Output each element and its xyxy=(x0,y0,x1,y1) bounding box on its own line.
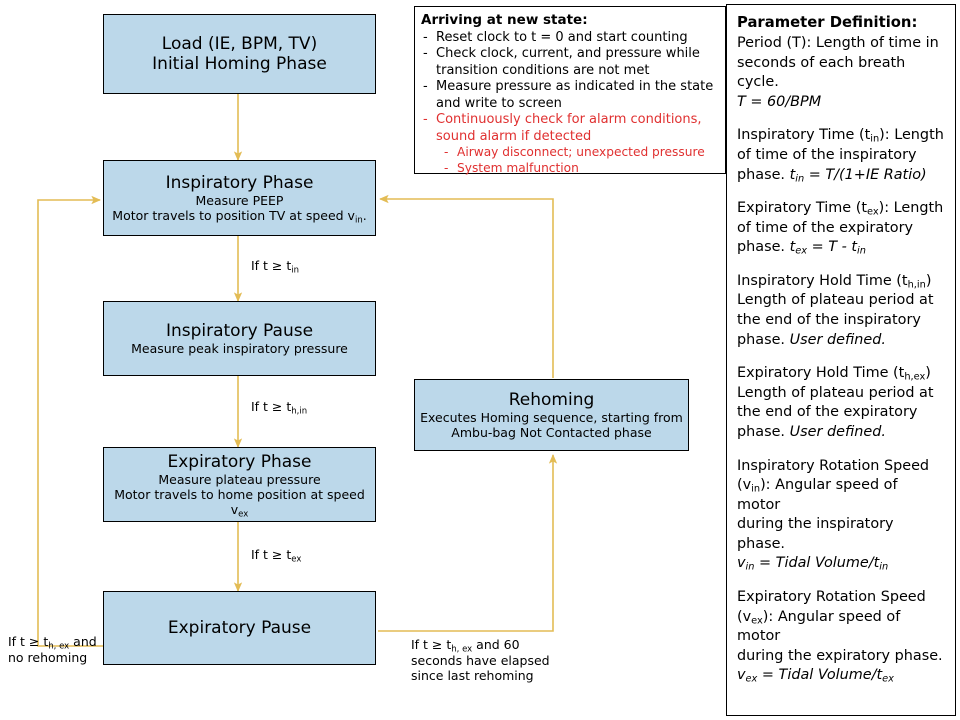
arriving-note-heading: Arriving at new state: xyxy=(421,12,588,28)
edge-label-t-h-in: If t ≥ th,in xyxy=(251,399,308,417)
param-thex-line4: phase. User defined. xyxy=(737,423,886,440)
node-rehoming[interactable]: Rehoming Executes Homing sequence, start… xyxy=(414,379,689,451)
param-tex-line1: Expiratory Time (tex): Length xyxy=(737,200,944,218)
param-thin-line1: Inspiratory Hold Time (th,in) xyxy=(737,272,932,291)
param-tin-line1: Inspiratory Time (tin): Length xyxy=(737,127,944,146)
node-rehoming-line3: Ambu-bag Not Contacted phase xyxy=(451,425,652,441)
param-thex-line3: the end of the expiratory xyxy=(737,404,918,421)
param-vex-line3: during the expiratory phase. xyxy=(737,647,943,664)
param-period-line1: Period (T): Length of time in xyxy=(737,35,939,52)
node-expiratory-pause-title: Expiratory Pause xyxy=(167,617,312,638)
node-inspiratory-phase[interactable]: Inspiratory Phase Measure PEEP Motor tra… xyxy=(103,160,376,236)
node-inspiratory-pause-line2: Measure peak inspiratory pressure xyxy=(131,340,348,356)
node-inspiratory-phase-line2: Measure PEEP xyxy=(195,192,284,208)
arriving-note-item-3: Measure pressure as indicated in the sta… xyxy=(421,79,719,112)
node-load[interactable]: Load (IE, BPM, TV) Initial Homing Phase xyxy=(103,14,376,94)
param-tex-line3: phase. tex = T - tin xyxy=(737,239,866,258)
arriving-at-new-state-panel: Arriving at new state: Reset clock to t … xyxy=(414,6,726,177)
arriving-note-item-5: Airway disconnect; unexpected pressure xyxy=(421,145,719,161)
node-inspiratory-pause[interactable]: Inspiratory Pause Measure peak inspirato… xyxy=(103,301,376,376)
node-rehoming-line2: Executes Homing sequence, starting from xyxy=(420,409,683,425)
param-def-expiratory-time: Expiratory Time (tex): Length of time of… xyxy=(737,199,945,258)
node-expiratory-phase[interactable]: Expiratory Phase Measure plateau pressur… xyxy=(103,447,376,522)
param-thex-line2: Length of plateau period at xyxy=(737,384,934,401)
param-tin-line2: of time of the inspiratory xyxy=(737,147,917,163)
parameter-panel-title: Parameter Definition: xyxy=(737,14,918,31)
arriving-note-item-1: Reset clock to t = 0 and start counting xyxy=(421,30,719,47)
node-inspiratory-phase-title: Inspiratory Phase xyxy=(165,172,314,193)
arrow-expiratory-pause-to-inspiratory-phase-loop xyxy=(37,195,103,647)
param-def-expiratory-hold-time: Expiratory Hold Time (th,ex) Length of p… xyxy=(737,364,945,442)
param-thin-line4: phase. User defined. xyxy=(737,331,886,348)
node-expiratory-phase-line3: Motor travels to home position at speed … xyxy=(114,486,365,520)
param-vex-formula: vex = Tidal Volume/tex xyxy=(737,667,894,686)
param-thin-line2: Length of plateau period at xyxy=(737,292,934,309)
param-thin-line3: the end of the inspiratory xyxy=(737,312,921,329)
arriving-note-item-2: Check clock, current, and pressure while… xyxy=(421,46,719,79)
param-tin-line3: phase. tin = T/(1+IE Ratio) xyxy=(737,166,927,185)
node-expiratory-phase-line2: Measure plateau pressure xyxy=(158,471,321,487)
node-expiratory-pause[interactable]: Expiratory Pause xyxy=(103,591,376,665)
param-period-formula: T = 60/BPM xyxy=(737,93,822,110)
arrow-rehoming-to-inspiratory-phase xyxy=(379,194,554,378)
param-period-line2: seconds of each breath cycle. xyxy=(737,54,906,91)
param-vin-line1: Inspiratory Rotation Speed xyxy=(737,457,930,474)
param-vin-line3: during the inspiratory phase. xyxy=(737,516,894,552)
arrow-expiratory-pause-to-rehoming xyxy=(378,454,558,632)
param-vin-line2: (vin): Angular speed of motor xyxy=(737,477,898,513)
node-rehoming-title: Rehoming xyxy=(508,389,595,410)
parameter-definition-panel: Parameter Definition: Period (T): Length… xyxy=(726,4,956,716)
param-vin-formula: vin = Tidal Volume/tin xyxy=(737,555,889,574)
arriving-note-item-4: Continuously check for alarm conditions,… xyxy=(421,112,719,145)
param-thex-line1: Expiratory Hold Time (th,ex) xyxy=(737,365,931,383)
node-expiratory-phase-title: Expiratory Phase xyxy=(167,451,312,472)
param-def-period: Period (T): Length of time in seconds of… xyxy=(737,34,945,112)
node-load-title-line1: Load (IE, BPM, TV) xyxy=(161,33,318,54)
param-tex-line2: of time of the expiratory xyxy=(737,219,914,236)
param-def-inspiratory-hold-time: Inspiratory Hold Time (th,in) Length of … xyxy=(737,272,945,350)
param-def-inspiratory-rotation-speed: Inspiratory Rotation Speed (vin): Angula… xyxy=(737,457,945,574)
edge-label-t-ex: If t ≥ tex xyxy=(251,547,302,565)
param-def-expiratory-rotation-speed: Expiratory Rotation Speed (vex): Angular… xyxy=(737,588,945,686)
arriving-note-list: Reset clock to t = 0 and start counting … xyxy=(421,30,719,177)
param-vex-line2: (vex): Angular speed of motor xyxy=(737,608,901,645)
param-vex-line1: Expiratory Rotation Speed xyxy=(737,588,926,605)
param-def-inspiratory-time: Inspiratory Time (tin): Length of time o… xyxy=(737,126,945,185)
node-inspiratory-pause-title: Inspiratory Pause xyxy=(165,320,314,341)
edge-label-t-in: If t ≥ tin xyxy=(251,258,300,276)
node-inspiratory-phase-line3: Motor travels to position TV at speed vi… xyxy=(112,208,367,226)
arriving-note-item-6: System malfunction xyxy=(421,161,719,177)
node-load-title-line2: Initial Homing Phase xyxy=(152,54,327,74)
